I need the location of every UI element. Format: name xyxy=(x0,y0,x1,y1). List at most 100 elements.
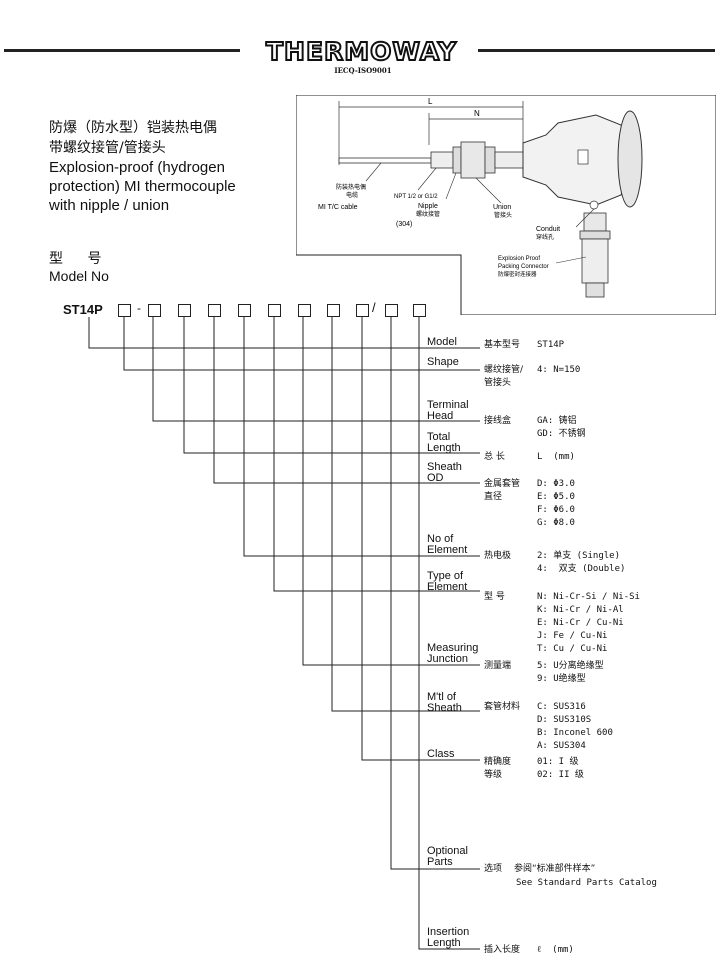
row-optional-en-1: Optional xyxy=(427,845,468,857)
row-model-cn: 基本型号 xyxy=(484,340,521,350)
title-en-line2: protection) MI thermocouple xyxy=(49,178,236,195)
row-no-element-value-1: 2: 单支 (Single) xyxy=(537,551,621,561)
row-type-element-value-3: E: Ni-Cr / Cu-Ni xyxy=(537,618,624,628)
row-class-cn-2: 等级 xyxy=(484,770,503,780)
row-sheath-mtl-value-1: C: SUS316 xyxy=(537,702,586,712)
packing-cn: 防爆密封连接器 xyxy=(498,270,537,278)
code-box-total-length xyxy=(178,304,191,317)
row-optional-value-2: See Standard Parts Catalog xyxy=(516,878,657,888)
title-cn-line1: 防爆（防水型）铠装热电偶 xyxy=(49,120,217,136)
packing-en2: Packing Connector xyxy=(498,264,549,270)
code-box-class xyxy=(356,304,369,317)
row-type-element-cn: 型 号 xyxy=(484,592,505,602)
row-sheath-od-en-1: Sheath xyxy=(427,461,462,473)
row-type-element-value-5: T: Cu / Cu-Ni xyxy=(537,644,608,654)
row-total-length-en-2: Length xyxy=(427,442,461,454)
model-prefix: ST14P xyxy=(63,302,103,317)
header-rule-right xyxy=(478,49,715,52)
row-sheath-mtl-value-3: B: Inconel 600 xyxy=(537,728,613,738)
row-shape-cn-1: 螺纹接管/ xyxy=(484,365,524,375)
model-heading-en: Model No xyxy=(49,268,109,284)
row-optional-en-2: Parts xyxy=(427,856,453,868)
row-sheath-mtl-en-2: Sheath xyxy=(427,702,462,714)
row-terminal-en-1: Terminal xyxy=(427,399,469,411)
row-type-element-value-2: K: Ni-Cr / Ni-Al xyxy=(537,605,624,615)
row-optional-value-1: 参阅“标准部件样本” xyxy=(514,864,596,874)
code-box-measuring-junction xyxy=(298,304,311,317)
row-sheath-od-cn-2: 直径 xyxy=(484,492,503,502)
dim-N-label: N xyxy=(474,109,480,118)
row-sheath-mtl-en-1: M'tl of xyxy=(427,691,456,703)
code-box-optional-parts xyxy=(385,304,398,317)
mi-cable-en: MI T/C cable xyxy=(318,204,358,211)
page-title: 防爆（防水型）铠装热电偶 带螺纹接管/管接头 Explosion-proof (… xyxy=(49,118,289,215)
npt-label: NPT 1/2 or G1/2 xyxy=(394,194,438,200)
row-model-value: ST14P xyxy=(537,340,565,350)
row-type-element-value-4: J: Fe / Cu-Ni xyxy=(537,631,608,641)
union-en: Union xyxy=(493,204,511,211)
conduit-en: Conduit xyxy=(536,226,560,233)
row-sheath-od-value-4: G: Φ8.0 xyxy=(537,518,575,528)
code-box-insertion-length xyxy=(413,304,426,317)
row-insertion-en-2: Length xyxy=(427,937,461,949)
row-sheath-od-value-2: E: Φ5.0 xyxy=(537,492,575,502)
code-box-no-of-element xyxy=(238,304,251,317)
row-class-value-1: 01: I 级 xyxy=(537,757,579,767)
model-slash: / xyxy=(372,300,376,315)
row-class-value-2: 02: II 级 xyxy=(537,770,584,780)
model-dash: - xyxy=(137,301,141,315)
row-terminal-value-2: GD: 不锈钢 xyxy=(537,429,586,439)
row-shape-value: 4: N=150 xyxy=(537,365,581,375)
row-insertion-cn: 插入长度 xyxy=(484,945,521,955)
row-terminal-value-1: GA: 铸铝 xyxy=(537,416,577,426)
conduit-cn: 穿线孔 xyxy=(536,233,554,241)
row-class-en: Class xyxy=(427,748,455,760)
code-box-type-of-element xyxy=(268,304,281,317)
product-diagram: L N 防装热电偶 电缆 MI T/C cable NPT 1/2 or G1/… xyxy=(295,94,717,316)
row-no-element-value-2: 4: 双支 (Double) xyxy=(537,564,626,574)
row-model-en: Model xyxy=(427,336,457,348)
mi-cable-cn2: 电缆 xyxy=(346,191,358,199)
row-terminal-cn: 接线盒 xyxy=(484,416,512,426)
row-class-cn-1: 精确度 xyxy=(484,757,512,767)
row-no-element-cn: 热电极 xyxy=(484,551,512,561)
brand-logo: THERMOWAY xyxy=(265,37,457,67)
code-box-sheath-od xyxy=(208,304,221,317)
title-cn-line2: 带螺纹接管/管接头 xyxy=(49,140,166,156)
certification-label: IECQ-ISO9001 xyxy=(334,66,392,75)
row-total-length-en-1: Total xyxy=(427,431,451,443)
row-total-length-cn: 总 长 xyxy=(484,452,505,462)
row-junction-en-1: Measuring xyxy=(427,642,479,654)
row-junction-value-2: 9: U绝缘型 xyxy=(537,674,586,684)
row-junction-en-2: Junction xyxy=(427,653,468,665)
dim-L-label: L xyxy=(428,97,433,106)
row-insertion-en-1: Insertion xyxy=(427,926,470,938)
row-optional-cn: 选项 xyxy=(484,864,503,874)
code-box-sheath-material xyxy=(327,304,340,317)
row-terminal-en-2: Head xyxy=(427,410,454,422)
row-sheath-mtl-cn: 套管材料 xyxy=(484,702,521,712)
code-box-terminal-head xyxy=(148,304,161,317)
row-sheath-mtl-value-2: D: SUS310S xyxy=(537,715,592,725)
packing-en1: Explosion Proof xyxy=(498,256,540,262)
nipple-en: Nipple xyxy=(418,203,438,210)
row-junction-value-1: 5: U分离绝缘型 xyxy=(537,661,604,671)
row-sheath-od-value-1: D: Φ3.0 xyxy=(537,479,575,489)
title-en-line1: Explosion-proof (hydrogen xyxy=(49,159,225,176)
row-total-length-value: L (mm) xyxy=(537,452,575,462)
row-sheath-od-value-3: F: Φ6.0 xyxy=(537,505,575,515)
header-rule-left xyxy=(4,49,240,52)
row-shape-en: Shape xyxy=(427,356,459,368)
row-insertion-value: ℓ (mm) xyxy=(537,945,574,955)
row-no-element-en-1: No of xyxy=(427,533,454,545)
model-heading-cn: 型 号 xyxy=(49,251,112,267)
row-junction-cn: 测量端 xyxy=(484,661,512,671)
nipple-material: (304) xyxy=(396,221,412,228)
row-type-element-value-1: N: Ni-Cr-Si / Ni-Si xyxy=(537,592,640,602)
row-sheath-od-cn-1: 金属套管 xyxy=(484,479,521,489)
union-cn: 管接头 xyxy=(494,211,512,219)
row-sheath-od-en-2: OD xyxy=(427,472,444,484)
mi-cable-cn1: 防装热电偶 xyxy=(336,183,366,191)
row-sheath-mtl-value-4: A: SUS304 xyxy=(537,741,586,751)
